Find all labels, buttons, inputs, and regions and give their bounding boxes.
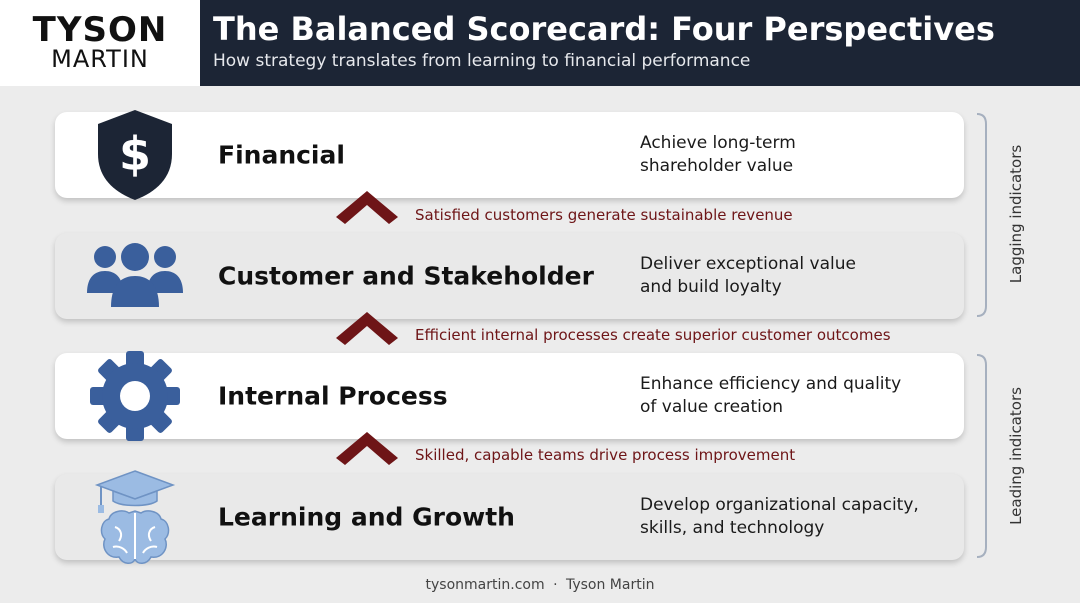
description-line: Develop organizational capacity, bbox=[640, 495, 919, 515]
leading-bracket bbox=[976, 354, 987, 558]
shield-dollar-icon: $ bbox=[85, 107, 185, 203]
description-line: Deliver exceptional value bbox=[640, 254, 856, 274]
footer-site: tysonmartin.com bbox=[425, 577, 545, 593]
link-caption: Skilled, capable teams drive process imp… bbox=[415, 446, 796, 464]
logo-line-2: MARTIN bbox=[51, 45, 149, 73]
graduation-brain-icon bbox=[85, 469, 185, 565]
header-banner: The Balanced Scorecard: Four Perspective… bbox=[200, 0, 1080, 86]
perspective-title: Financial bbox=[218, 140, 345, 170]
gear-icon bbox=[85, 348, 185, 444]
lagging-indicators-label: Lagging indicators bbox=[1007, 144, 1025, 284]
perspective-card-financial: $ Financial Achieve long-term shareholde… bbox=[55, 110, 964, 200]
footer-separator: · bbox=[553, 577, 558, 593]
description-line: shareholder value bbox=[640, 156, 794, 176]
perspective-card-customer: Customer and Stakeholder Deliver excepti… bbox=[55, 233, 964, 319]
people-group-icon bbox=[85, 228, 185, 324]
lagging-bracket bbox=[976, 113, 987, 317]
leading-indicators-label: Leading indicators bbox=[1007, 387, 1025, 525]
footer: tysonmartin.com · Tyson Martin bbox=[0, 577, 1080, 593]
perspective-description: Develop organizational capacity, skills,… bbox=[640, 494, 940, 540]
svg-text:$: $ bbox=[119, 127, 151, 181]
description-line: Enhance efficiency and quality bbox=[640, 374, 902, 394]
up-chevron-icon bbox=[336, 312, 398, 345]
page-subtitle: How strategy translates from learning to… bbox=[213, 51, 751, 71]
brand-logo: TYSON MARTIN bbox=[0, 0, 200, 86]
perspective-title: Customer and Stakeholder bbox=[218, 261, 594, 291]
logo-line-1: TYSON bbox=[32, 10, 168, 50]
page-title: The Balanced Scorecard: Four Perspective… bbox=[213, 10, 995, 48]
up-chevron-icon bbox=[336, 191, 398, 224]
perspective-description: Enhance efficiency and quality of value … bbox=[640, 373, 940, 419]
perspective-title: Learning and Growth bbox=[218, 502, 515, 532]
description-line: of value creation bbox=[640, 397, 784, 417]
footer-author: Tyson Martin bbox=[565, 577, 655, 593]
perspective-title: Internal Process bbox=[218, 381, 448, 411]
description-line: skills, and technology bbox=[640, 518, 825, 538]
perspective-description: Achieve long-term shareholder value bbox=[640, 132, 940, 178]
perspective-description: Deliver exceptional value and build loya… bbox=[640, 253, 940, 299]
link-caption: Efficient internal processes create supe… bbox=[415, 326, 891, 344]
link-caption: Satisfied customers generate sustainable… bbox=[415, 206, 793, 224]
up-chevron-icon bbox=[336, 432, 398, 465]
description-line: Achieve long-term bbox=[640, 133, 796, 153]
perspective-card-learning-growth: Learning and Growth Develop organization… bbox=[55, 470, 964, 564]
perspective-card-internal-process: Internal Process Enhance efficiency and … bbox=[55, 351, 964, 441]
description-line: and build loyalty bbox=[640, 277, 782, 297]
